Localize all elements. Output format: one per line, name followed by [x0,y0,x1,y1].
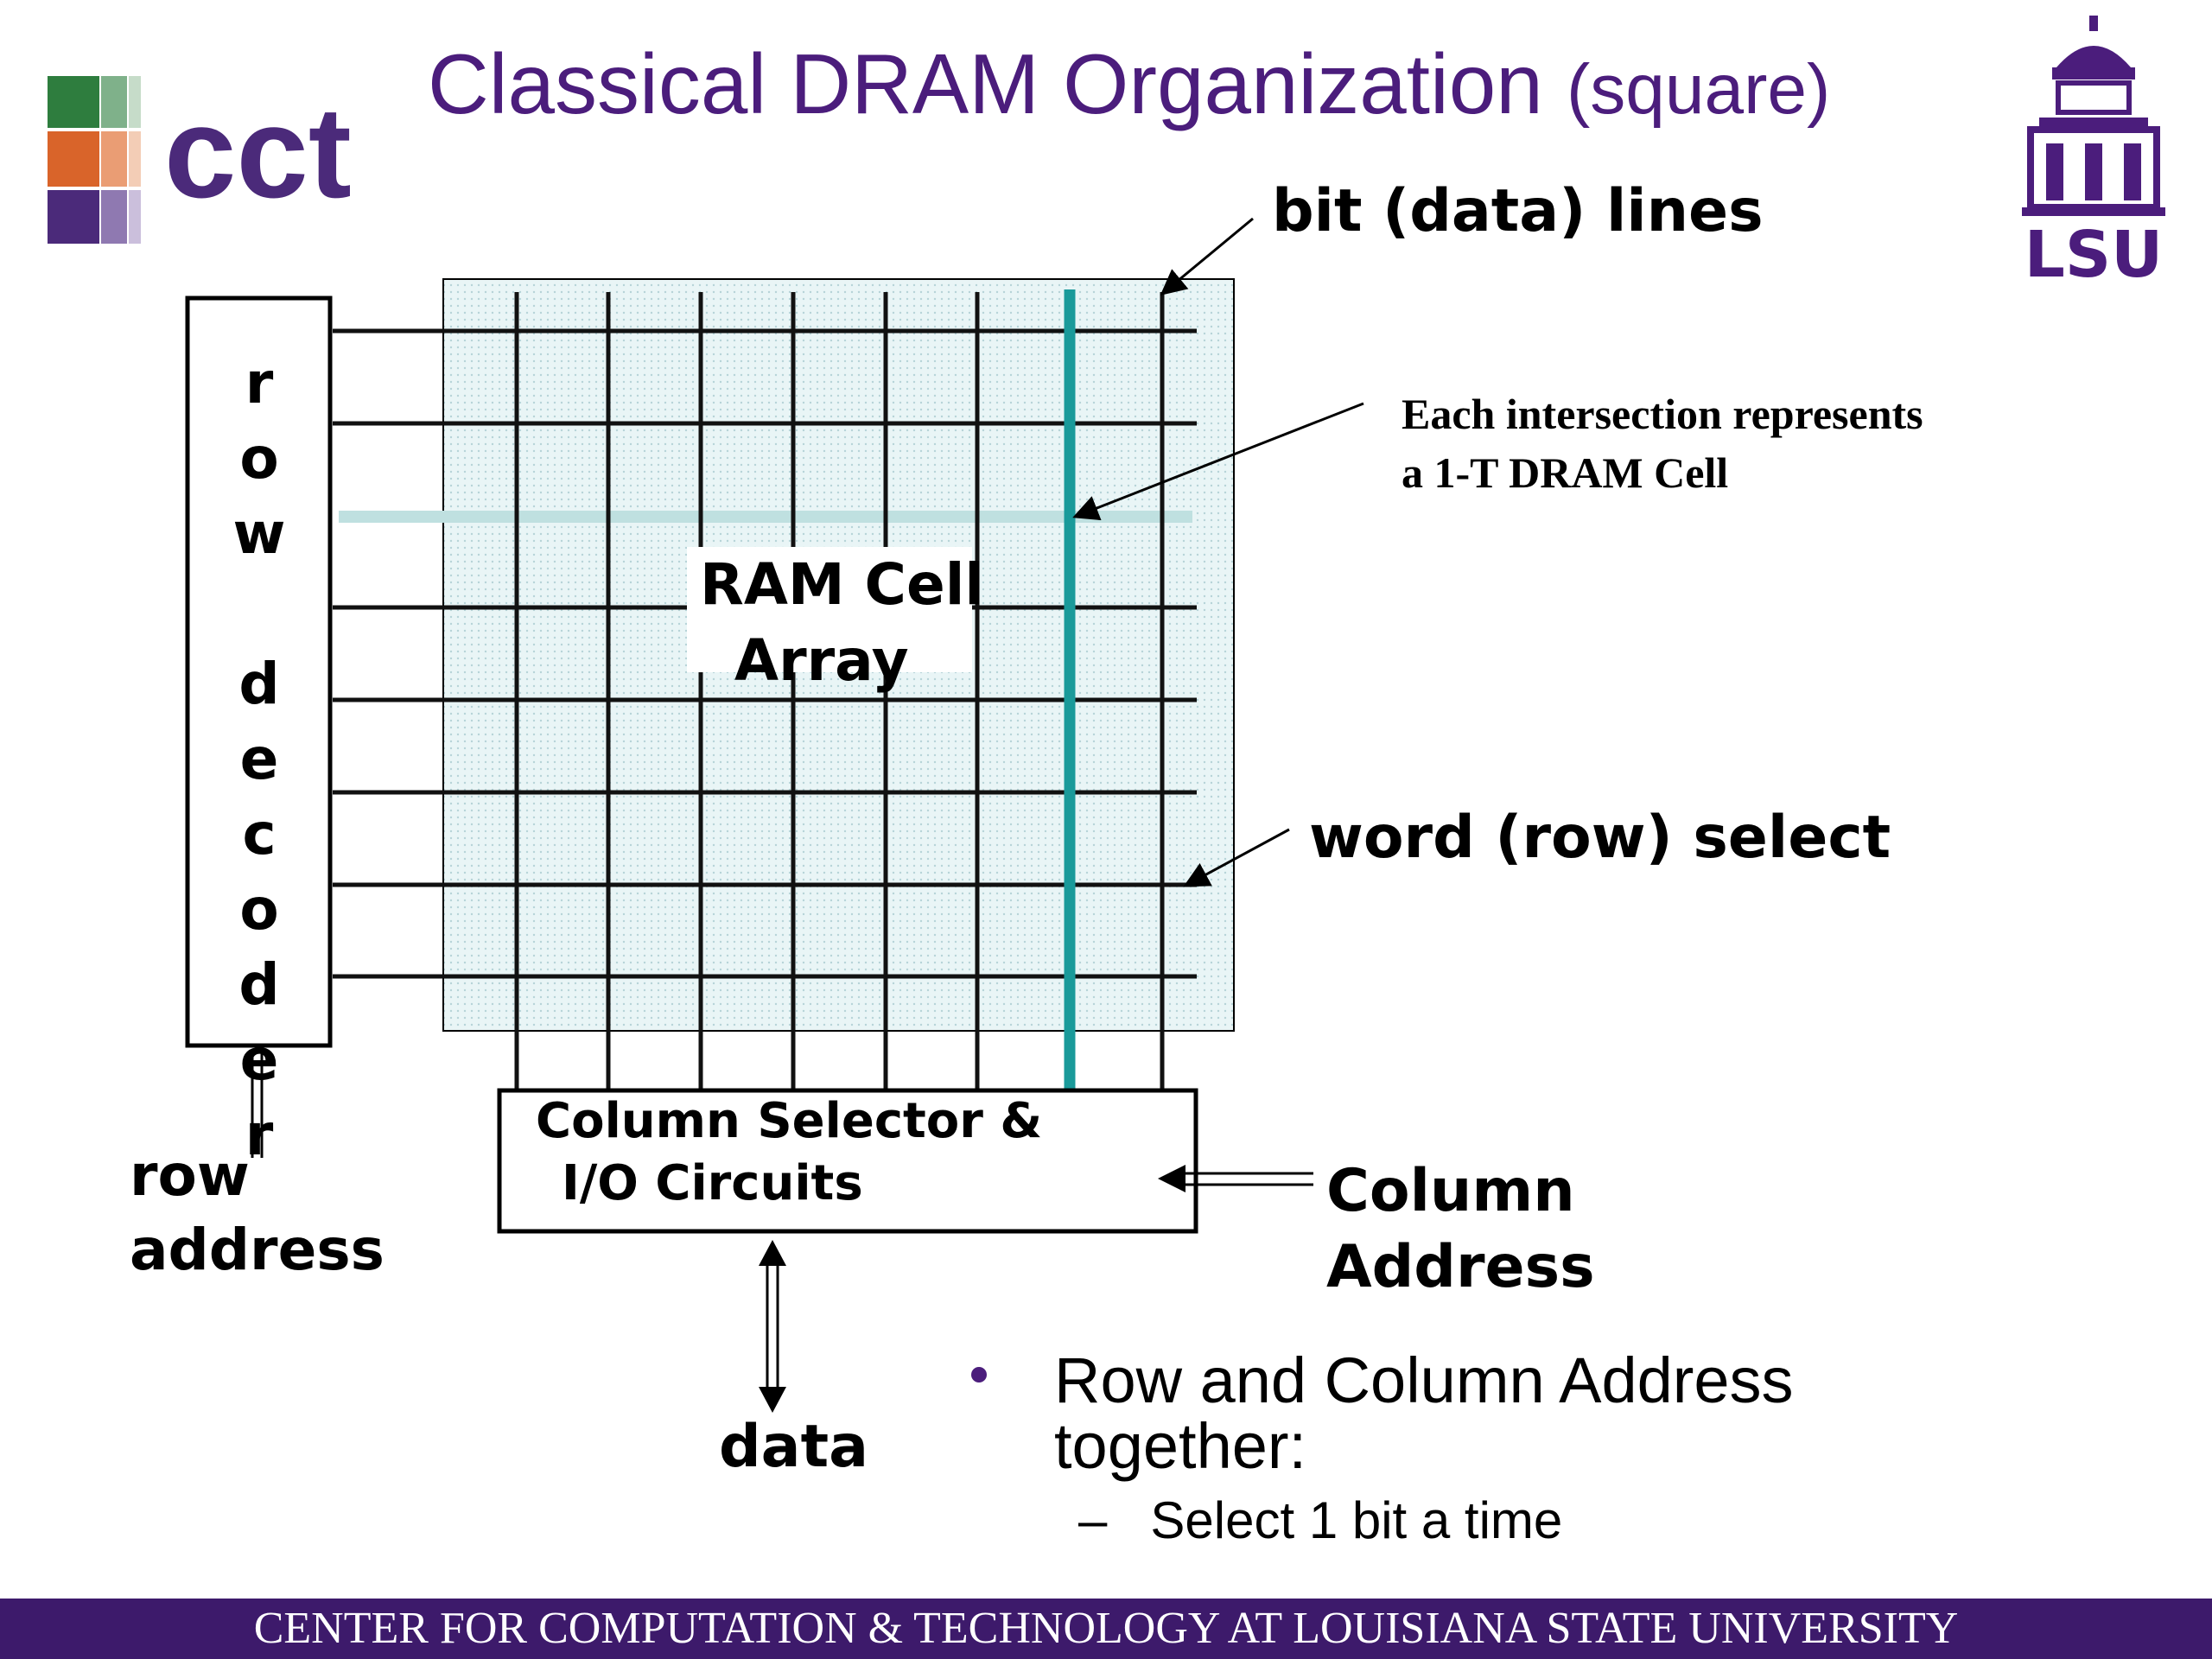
ram-cell-array-label: RAM Cell Array [700,547,984,699]
bit-lines-label: bit (data) lines [1272,177,1764,245]
ram-label-line1: RAM Cell [700,551,985,618]
column-address-arrow [1158,1165,1313,1192]
bullet-dot [971,1367,987,1382]
intersection-label: Each intersection represents a 1-T DRAM … [1402,385,1923,502]
sub-bullet-text: Select 1 bit a time [1150,1491,1563,1549]
intersection-arrow [1072,402,1364,521]
cct-logo: cct [48,76,352,244]
bit-lines-arrow [1160,217,1254,296]
svg-text:LSU: LSU [2024,218,2164,283]
column-selector-label: Column Selector & I/O Circuits [536,1090,1042,1215]
footer-text: CENTER FOR COMPUTATION & TECHNOLOGY AT L… [253,1604,1959,1653]
row-decoder-box [185,296,333,1048]
word-select-arrow [1183,828,1290,887]
row-decoder-letter: e [239,726,279,792]
row-decoder-letter: r [245,1102,274,1168]
bullet-main: Row and Column Address together: [1054,1344,1794,1482]
title-main: Classical DRAM Organization [428,36,1543,131]
row-address-arrow [251,1050,264,1158]
column-address-line2: Address [1326,1233,1595,1301]
title-sub: (square) [1566,50,1831,129]
intersection-label-line1: Each intersection represents [1402,390,1923,438]
data-arrow [759,1240,786,1413]
row-address-label: row address [130,1139,385,1287]
data-label: data [719,1413,868,1481]
row-decoder-letter: w [232,500,286,567]
column-selector-line2: I/O Circuits [562,1155,863,1211]
column-selector-line1: Column Selector & [536,1093,1043,1149]
word-select-label: word (row) select [1309,804,1891,872]
row-decoder-letter: d [238,951,280,1018]
row-decoder-letter: d [238,651,280,717]
sub-bullet: – Select 1 bit a time [1078,1491,1562,1551]
svg-text:cct: cct [164,79,352,225]
slide-title: Classical DRAM Organization (square) [428,36,1966,137]
row-decoder-letter: o [239,876,279,943]
ram-label-line2: Array [734,627,909,694]
lsu-logo: LSU [2022,16,2165,283]
column-address-line1: Column [1326,1157,1575,1225]
intersection-label-line2: a 1-T DRAM Cell [1402,448,1729,497]
row-decoder-letter: r [245,350,274,416]
row-address-line2: address [130,1217,385,1283]
column-address-label: Column Address [1326,1154,1595,1306]
word-lines [333,328,1197,979]
row-decoder-letter: c [242,801,276,868]
row-decoder-label: r o w d e c o d e r [229,346,289,1173]
bit-lines [514,292,1165,1090]
row-address-line1: row [130,1142,250,1209]
row-decoder-letter: o [239,425,279,492]
sub-bullet-dash: – [1078,1491,1151,1549]
column-selector-box [497,1088,1198,1234]
row-decoder-letter: e [239,1027,279,1093]
footer-bar: CENTER FOR COMPUTATION & TECHNOLOGY AT L… [0,1599,2212,1659]
